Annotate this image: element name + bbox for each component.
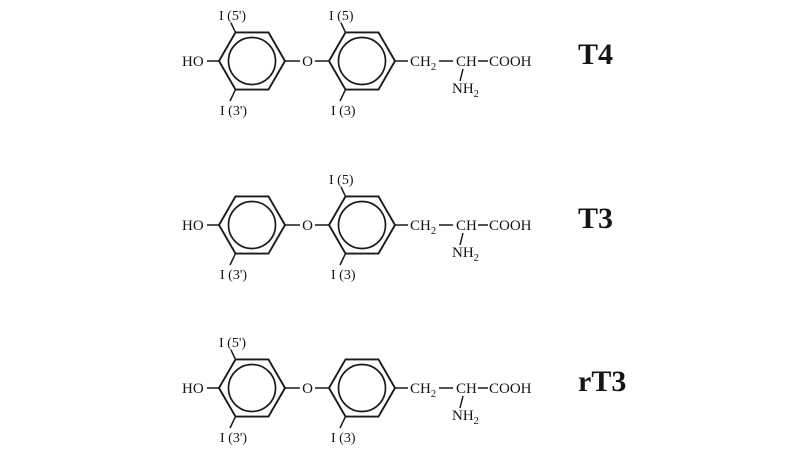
methylene-subscript: 2 (431, 226, 436, 237)
iodine-5prime-label: I (5') (219, 336, 246, 351)
amino-subscript: 2 (474, 416, 479, 427)
carboxyl-label: COOH (489, 218, 532, 234)
methylene-text: CH (410, 218, 431, 234)
methylene-subscript: 2 (431, 389, 436, 400)
amino-label: NH2 (452, 81, 479, 100)
bond-ch-nh2 (459, 232, 464, 246)
bond-iodine-5prime (230, 349, 237, 360)
hydroxyl-label: HO (182, 218, 204, 234)
iodine-3-label: I (3) (331, 268, 356, 283)
methylene-text: CH (410, 381, 431, 397)
bond-iodine-3prime (229, 416, 237, 429)
methine-label: CH (456, 54, 477, 70)
left-benzene-ring (217, 31, 287, 91)
iodine-5prime-label: I (5') (219, 9, 246, 24)
amino-label: NH2 (452, 408, 479, 427)
right-aromatic-circle (337, 200, 387, 250)
bond-iodine-3 (339, 416, 347, 429)
bond-iodine-3 (339, 253, 347, 266)
hydroxyl-label: HO (182, 381, 204, 397)
bond-iodine-3 (339, 89, 347, 102)
bond-iodine-3prime (229, 89, 237, 102)
methylene-subscript: 2 (431, 62, 436, 73)
structure-t4: HO I (5') I (3') O I (5) I (3) CH2 CH CO… (182, 9, 613, 119)
ether-oxygen-label: O (302, 381, 313, 397)
amino-subscript: 2 (474, 89, 479, 100)
methine-label: CH (456, 218, 477, 234)
methylene-label: CH2 (410, 381, 436, 400)
methylene-label: CH2 (410, 54, 436, 73)
amino-text: NH (452, 245, 474, 261)
amino-text: NH (452, 81, 474, 97)
left-aromatic-circle (227, 36, 277, 86)
structure-t3: HO I (3') O I (5) I (3) CH2 CH COOH NH2 … (182, 173, 613, 283)
bond-ch-nh2 (459, 68, 464, 82)
left-aromatic-circle (227, 200, 277, 250)
iodine-3prime-label: I (3') (220, 104, 247, 119)
structure-name-t3: T3 (578, 202, 613, 235)
left-benzene-ring (217, 195, 287, 255)
ether-oxygen-label: O (302, 218, 313, 234)
structure-name-rt3: rT3 (578, 365, 626, 398)
carboxyl-label: COOH (489, 54, 532, 70)
iodine-3prime-label: I (3') (220, 268, 247, 283)
carboxyl-label: COOH (489, 381, 532, 397)
hydroxyl-label: HO (182, 54, 204, 70)
methylene-label: CH2 (410, 218, 436, 237)
ether-oxygen-label: O (302, 54, 313, 70)
amino-subscript: 2 (474, 253, 479, 264)
bond-iodine-5 (340, 186, 347, 197)
iodine-5-label: I (5) (329, 173, 354, 188)
right-aromatic-circle (337, 363, 387, 413)
left-aromatic-circle (227, 363, 277, 413)
iodine-3-label: I (3) (331, 104, 356, 119)
methylene-text: CH (410, 54, 431, 70)
iodine-3prime-label: I (3') (220, 431, 247, 446)
bond-iodine-5 (340, 22, 347, 33)
right-benzene-ring (327, 358, 397, 418)
structure-rt3: HO I (5') I (3') O I (3) CH2 CH COOH NH2… (182, 336, 626, 446)
methine-label: CH (456, 381, 477, 397)
bond-iodine-5prime (230, 22, 237, 33)
right-benzene-ring (327, 31, 397, 91)
right-benzene-ring (327, 195, 397, 255)
structure-name-t4: T4 (578, 38, 613, 71)
iodine-3-label: I (3) (331, 431, 356, 446)
amino-text: NH (452, 408, 474, 424)
iodine-5-label: I (5) (329, 9, 354, 24)
bond-iodine-3prime (229, 253, 237, 266)
amino-label: NH2 (452, 245, 479, 264)
bond-ch-nh2 (459, 395, 464, 409)
left-benzene-ring (217, 358, 287, 418)
right-aromatic-circle (337, 36, 387, 86)
